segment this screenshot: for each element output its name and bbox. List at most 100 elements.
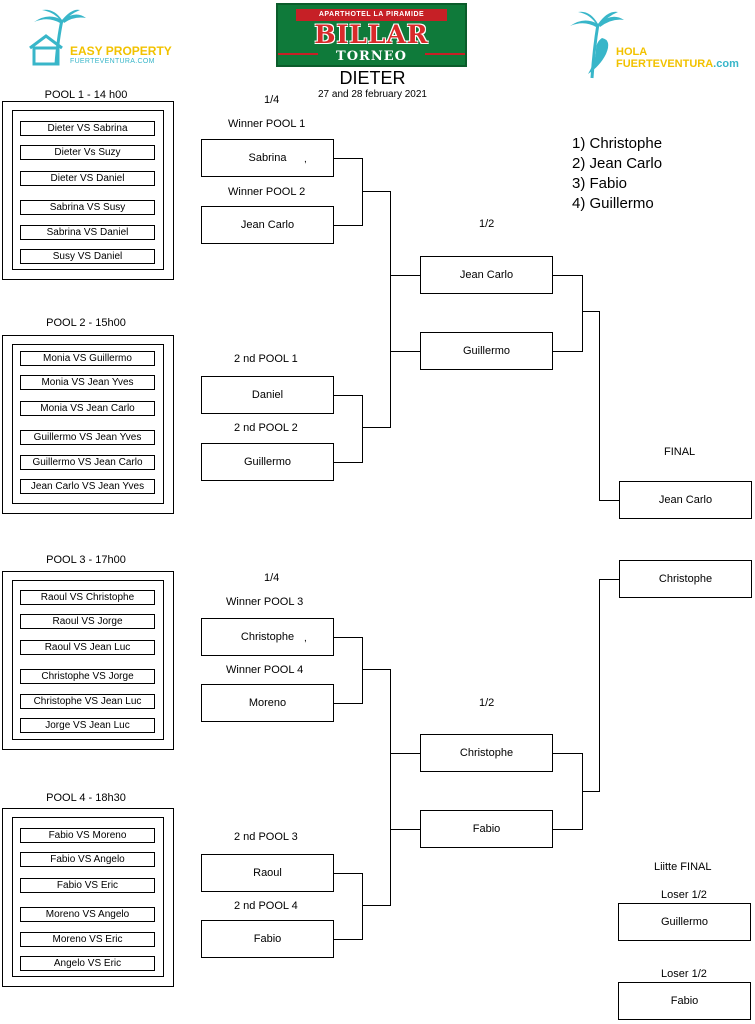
player-name: Jean Carlo — [459, 269, 514, 281]
pool-2-match: Guillermo VS Jean Yves — [20, 430, 155, 445]
pool-4-match: Fabio VS Eric — [20, 878, 155, 893]
player-name: Jean Carlo — [658, 494, 713, 506]
player-name: Daniel — [251, 389, 284, 401]
player-name: Christophe — [459, 747, 514, 759]
top-quarter-label: 1/4 — [264, 94, 280, 106]
top-semi-label: 1/2 — [479, 218, 495, 230]
banner-top-text: APARTHOTEL LA PIRAMIDE — [296, 9, 447, 21]
pool-1-title: POOL 1 - 14 h00 — [44, 89, 128, 101]
connector — [362, 637, 363, 704]
ranking-item: 1) Christophe — [572, 135, 663, 152]
final-slot-1: Jean Carlo — [619, 481, 752, 519]
bottom-slot-2: Moreno — [201, 684, 334, 722]
pool-1-match: Dieter Vs Suzy — [20, 145, 155, 160]
pool-1-match: Sabrina VS Susy — [20, 200, 155, 215]
connector — [553, 351, 582, 352]
connector — [553, 275, 582, 276]
easy-property-logo: EASY PROPERTY FUERTEVENTURA.COM — [22, 8, 172, 72]
top-slot-2: Jean Carlo — [201, 206, 334, 244]
bottom-slot-3: Raoul — [201, 854, 334, 892]
top-slot-1: Sabrina , — [201, 139, 334, 177]
top-slot-4: Guillermo — [201, 443, 334, 481]
pool-3-match: Raoul VS Christophe — [20, 590, 155, 605]
top-slot-3: Daniel — [201, 376, 334, 414]
pool-3-match: Raoul VS Jorge — [20, 614, 155, 629]
bottom-slot-3-label: 2 nd POOL 3 — [234, 831, 298, 843]
final-label: FINAL — [664, 446, 696, 458]
top-semi-1: Jean Carlo — [420, 256, 553, 294]
connector — [334, 873, 362, 874]
palm-house-icon — [29, 9, 86, 66]
bottom-semi-label: 1/2 — [479, 697, 495, 709]
connector — [334, 637, 362, 638]
connector — [599, 579, 619, 580]
connector — [390, 829, 420, 830]
bottom-quarter-label: 1/4 — [264, 572, 280, 584]
pool-1-match: Dieter VS Sabrina — [20, 121, 155, 136]
logo-right-line1: HOLA — [616, 46, 648, 58]
bottom-slot-4: Fabio — [201, 920, 334, 958]
ranking-item: 2) Jean Carlo — [572, 155, 663, 172]
bottom-slot-1-label: Winner POOL 3 — [226, 596, 304, 608]
pool-3-inner — [12, 580, 164, 740]
pool-4-match: Fabio VS Moreno — [20, 828, 155, 843]
player-name: Guillermo — [660, 916, 709, 928]
connector — [390, 669, 391, 906]
pool-4-outer — [2, 808, 174, 987]
connector — [390, 275, 420, 276]
connector — [362, 669, 390, 670]
little-final-slot-2: Fabio — [618, 982, 751, 1020]
bottom-slot-2-label: Winner POOL 4 — [226, 664, 304, 676]
connector — [599, 311, 600, 500]
pool-3-title: POOL 3 - 17h00 — [46, 554, 126, 566]
pool-4-match: Fabio VS Angelo — [20, 852, 155, 867]
logo-left-line2: FUERTEVENTURA.COM — [70, 58, 155, 65]
little-final-slot-2-label: Loser 1/2 — [661, 968, 707, 980]
pool-4-match: Moreno VS Eric — [20, 932, 155, 947]
slot-mark: , — [304, 633, 307, 644]
pool-1-outer — [2, 101, 174, 280]
logo-left-line1: EASY PROPERTY — [70, 44, 172, 58]
top-slot-2-label: Winner POOL 2 — [228, 186, 306, 198]
top-slot-3-label: 2 nd POOL 1 — [234, 353, 298, 365]
connector — [334, 395, 362, 396]
pool-2-match: Monia VS Guillermo — [20, 351, 155, 366]
pool-3-match: Christophe VS Jean Luc — [20, 694, 155, 709]
pool-2-match: Jean Carlo VS Jean Yves — [20, 479, 155, 494]
pool-1-match: Susy VS Daniel — [20, 249, 155, 264]
pool-2-outer — [2, 335, 174, 514]
hola-fuerteventura-logo: HOLA FUERTEVENTURA.com — [566, 8, 739, 80]
pool-1-match: Dieter VS Daniel — [20, 171, 155, 186]
cue-right-icon — [425, 53, 465, 55]
connector — [582, 311, 599, 312]
top-semi-2: Guillermo — [420, 332, 553, 370]
player-name: Moreno — [248, 697, 287, 709]
pool-1-inner — [12, 110, 164, 270]
pool-2-title: POOL 2 - 15h00 — [46, 317, 126, 329]
pool-3-match: Christophe VS Jorge — [20, 669, 155, 684]
connector — [334, 158, 362, 159]
player-name: Fabio — [472, 823, 501, 835]
palm-island-icon — [570, 11, 624, 79]
pool-2-match: Guillermo VS Jean Carlo — [20, 455, 155, 470]
billar-banner: APARTHOTEL LA PIRAMIDE BILLAR TORNEO — [276, 3, 467, 67]
banner-sub-text: TORNEO — [318, 49, 425, 64]
tournament-dates: 27 and 28 february 2021 — [318, 89, 427, 100]
tournament-title: DIETER — [339, 68, 406, 88]
connector — [390, 351, 420, 352]
little-final-slot-1-label: Loser 1/2 — [661, 889, 707, 901]
cue-left-icon — [278, 53, 318, 55]
little-final-slot-1: Guillermo — [618, 903, 751, 941]
connector — [362, 395, 363, 463]
pool-2-match: Monia VS Jean Carlo — [20, 401, 155, 416]
ranking-item: 3) Fabio — [572, 175, 628, 192]
top-slot-4-label: 2 nd POOL 2 — [234, 422, 298, 434]
pool-4-match: Angelo VS Eric — [20, 956, 155, 971]
connector — [553, 829, 582, 830]
player-name: Guillermo — [243, 456, 292, 468]
top-slot-1-label: Winner POOL 1 — [228, 118, 306, 130]
pool-2-inner — [12, 344, 164, 504]
connector — [334, 225, 362, 226]
connector — [334, 703, 362, 704]
connector — [334, 939, 362, 940]
